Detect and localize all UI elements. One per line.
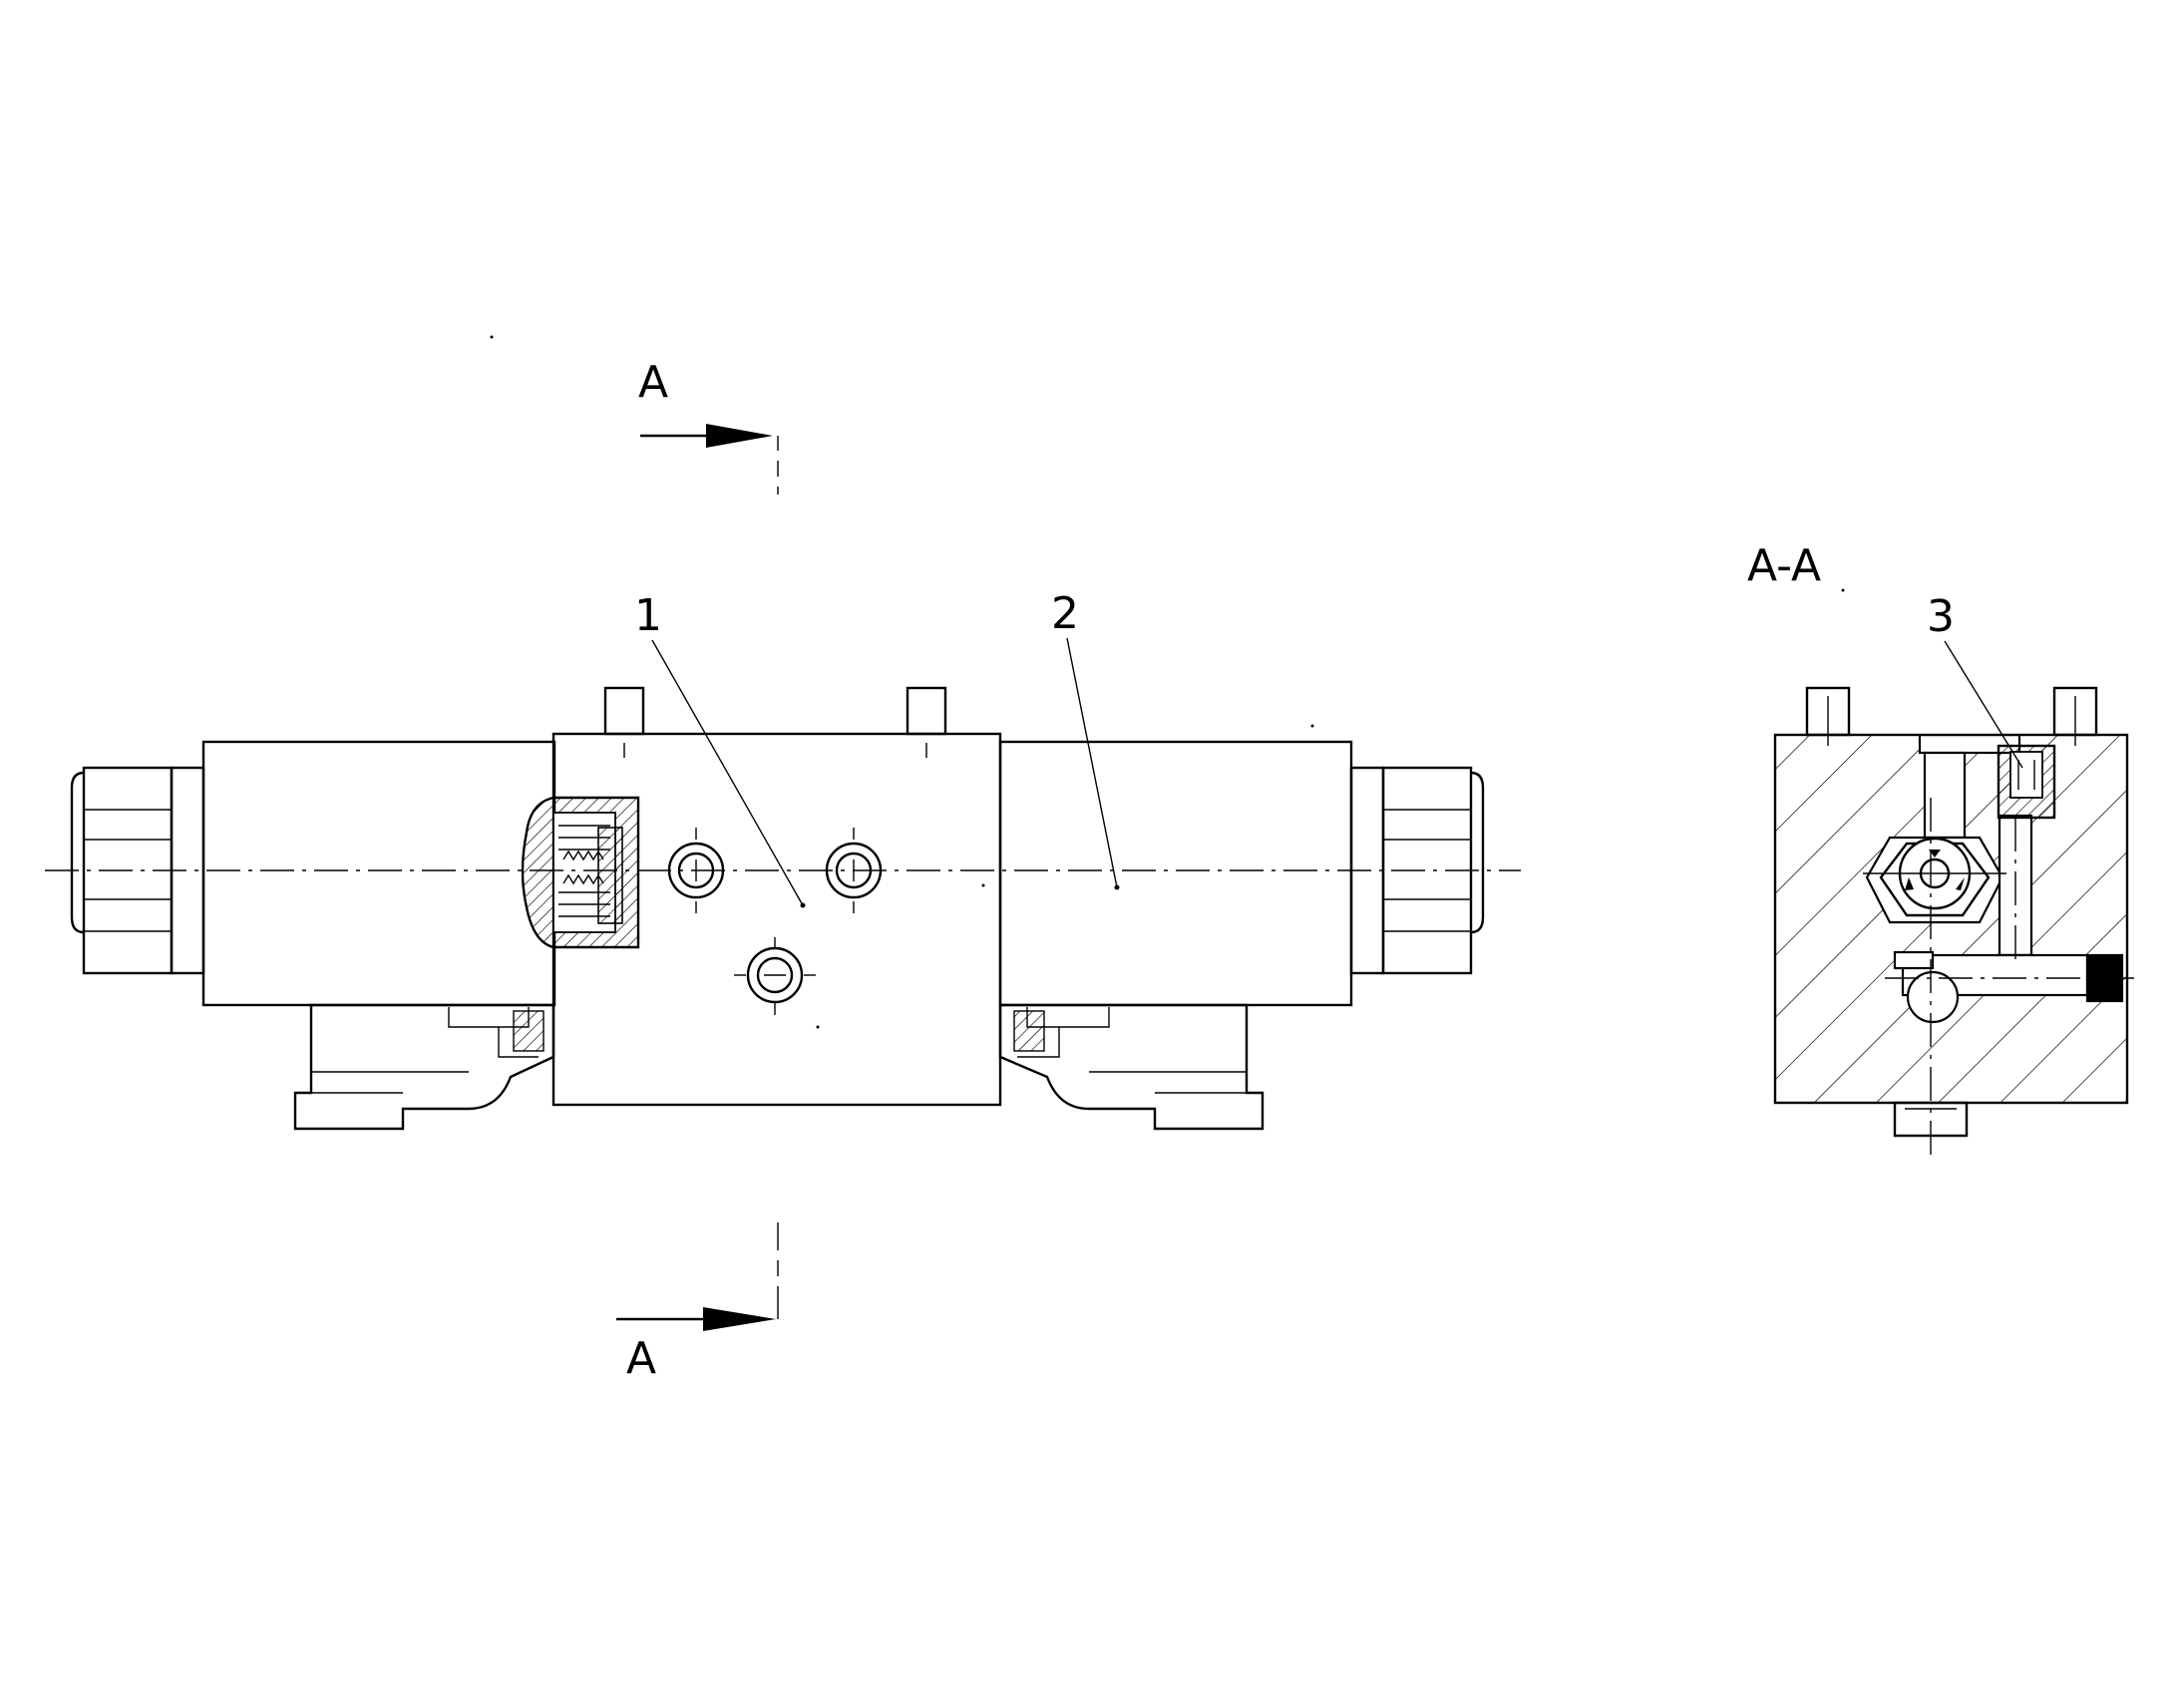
section-letter-bottom: A — [626, 1333, 656, 1384]
right-solenoid-tube — [998, 740, 1353, 1007]
left-connector-plug — [293, 1003, 555, 1131]
callout-number-3: 3 — [1927, 591, 1955, 642]
section-marker-top: A — [638, 357, 779, 495]
section-view-title: A-A — [1747, 540, 1821, 591]
valve-front-view: 1 2 — [45, 588, 1521, 1131]
callout-number-2: 2 — [1051, 588, 1079, 639]
section-view-a-a: A-A — [1747, 540, 2142, 1159]
callout-leader-2 — [1066, 637, 1118, 888]
section-spool — [1879, 837, 1991, 917]
section-letter-top: A — [638, 357, 668, 408]
partial-section-cutaway — [521, 796, 640, 949]
callout-leader-1 — [651, 639, 804, 906]
callout-leader-3 — [1944, 640, 2023, 769]
section-arrow-top-icon — [706, 424, 773, 448]
section-marker-bottom: A — [616, 1222, 779, 1384]
port-lower — [734, 937, 816, 1015]
callout-number-1: 1 — [634, 590, 662, 641]
section-arrow-bottom-icon — [703, 1307, 776, 1331]
section-insert — [1997, 744, 2056, 820]
right-connector-plug — [998, 1003, 1265, 1131]
left-solenoid-tube — [201, 740, 556, 1007]
